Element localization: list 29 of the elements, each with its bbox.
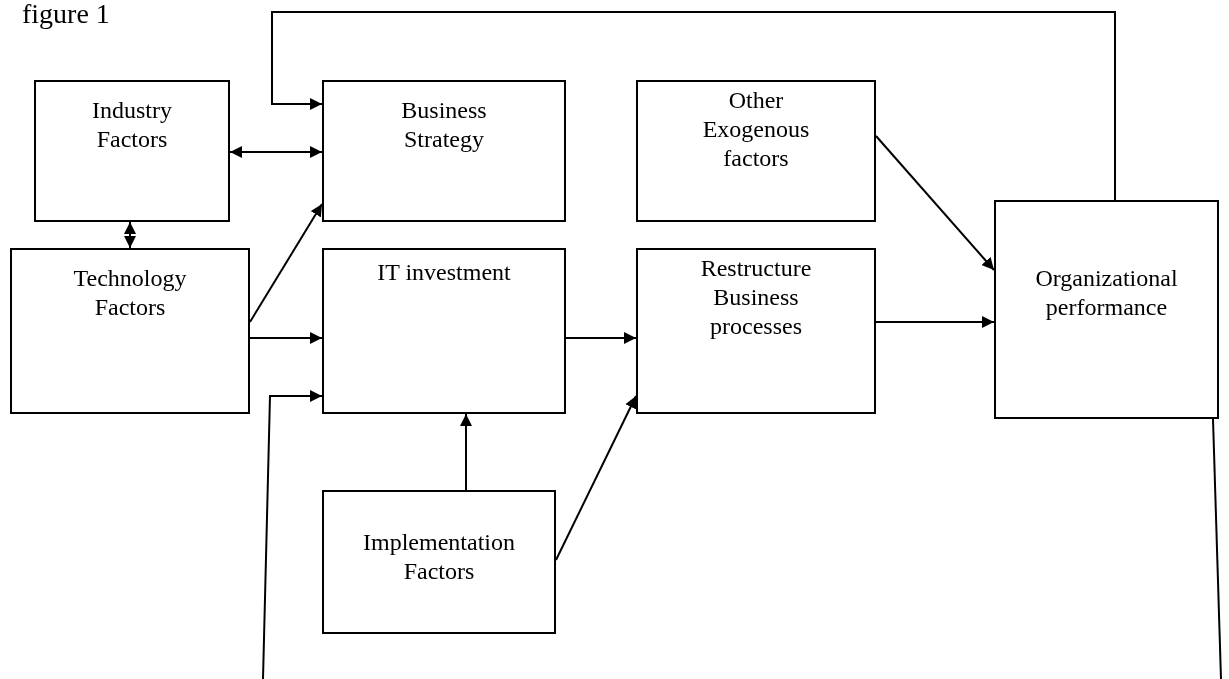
box-label: Organizational performance bbox=[1034, 264, 1179, 322]
box-label: Implementation Factors bbox=[362, 528, 516, 586]
process-box bbox=[636, 80, 876, 222]
arrow bbox=[249, 332, 323, 344]
box-label: Restructure Business processes bbox=[699, 254, 813, 341]
arrow bbox=[555, 395, 637, 561]
box-label: Business Strategy bbox=[400, 96, 488, 154]
process-box bbox=[34, 80, 230, 222]
arrow bbox=[262, 390, 323, 679]
arrow bbox=[229, 146, 323, 158]
connector-line bbox=[1212, 418, 1222, 679]
process-box bbox=[322, 248, 566, 414]
arrow bbox=[875, 135, 995, 271]
arrow bbox=[565, 332, 637, 344]
arrow bbox=[271, 11, 1116, 201]
process-box bbox=[10, 248, 250, 414]
arrow bbox=[875, 316, 995, 328]
box-label: Industry Factors bbox=[91, 96, 173, 154]
process-box bbox=[322, 490, 556, 634]
arrow bbox=[124, 221, 136, 249]
figure-title: figure 1 bbox=[22, 0, 110, 28]
arrow bbox=[460, 413, 472, 491]
arrow bbox=[249, 203, 323, 323]
box-label: IT investment bbox=[376, 258, 512, 287]
box-label: Technology Factors bbox=[72, 264, 188, 322]
box-label: Other Exogenous factors bbox=[701, 86, 811, 173]
process-box bbox=[994, 200, 1219, 419]
process-box bbox=[322, 80, 566, 222]
process-box bbox=[636, 248, 876, 414]
